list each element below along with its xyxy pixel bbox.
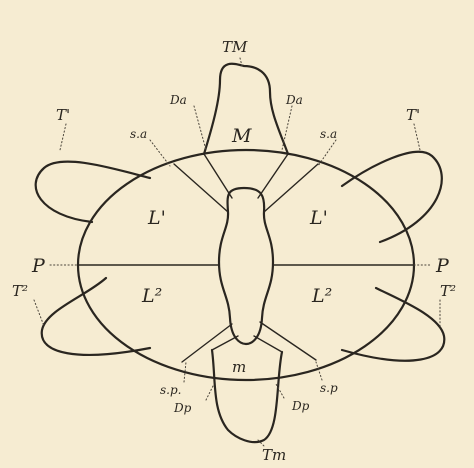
label-l2-right: L²	[311, 285, 332, 307]
label-sa-left: s.a	[130, 127, 147, 141]
upper-right-lobe	[342, 152, 442, 242]
label-t2-right: T²	[440, 282, 456, 300]
label-m-bottom: m	[232, 358, 246, 376]
label-l1-left: L'	[147, 207, 166, 229]
division-upper-right-outer	[264, 164, 318, 212]
label-tm-bottom: Tm	[262, 446, 286, 464]
lower-right-lobe	[342, 288, 444, 361]
label-p-left: P	[31, 255, 46, 277]
leader-sa-right	[318, 140, 336, 166]
division-lower-right-inner	[254, 336, 282, 352]
label-l2-left: L²	[141, 285, 162, 307]
lower-median-lobe	[212, 350, 282, 442]
leader-dp-left	[206, 384, 214, 400]
division-lower-left-inner	[212, 336, 238, 350]
label-t1-right: T'	[406, 106, 420, 124]
label-da-right: Da	[285, 93, 303, 107]
upper-left-lobe	[36, 162, 150, 222]
division-upper-left-inner	[204, 154, 232, 198]
label-tm-top: TM	[222, 38, 248, 56]
label-t2-left: T²	[12, 282, 28, 300]
label-dp-left: Dp	[173, 401, 192, 415]
label-t1-left: T'	[56, 106, 70, 124]
leader-t2-left	[34, 300, 44, 326]
division-upper-left-outer	[174, 164, 228, 212]
leader-t1-right	[414, 124, 420, 150]
label-l1-right: L'	[309, 207, 328, 229]
division-lower-right-outer	[260, 322, 316, 360]
label-m-top: M	[231, 125, 252, 147]
leader-da-left	[194, 106, 206, 150]
leader-sp-right	[316, 362, 322, 380]
label-dp-right: Dp	[291, 399, 310, 413]
leader-t1-left	[60, 124, 66, 150]
label-sp-right: s.p	[320, 381, 338, 395]
label-p-right: P	[435, 255, 450, 277]
division-upper-right-inner	[258, 154, 288, 198]
label-sp-left: s.p.	[160, 383, 181, 397]
label-da-left: Da	[169, 93, 187, 107]
label-sa-right: s.a	[320, 127, 337, 141]
leader-sa-left	[150, 140, 170, 166]
